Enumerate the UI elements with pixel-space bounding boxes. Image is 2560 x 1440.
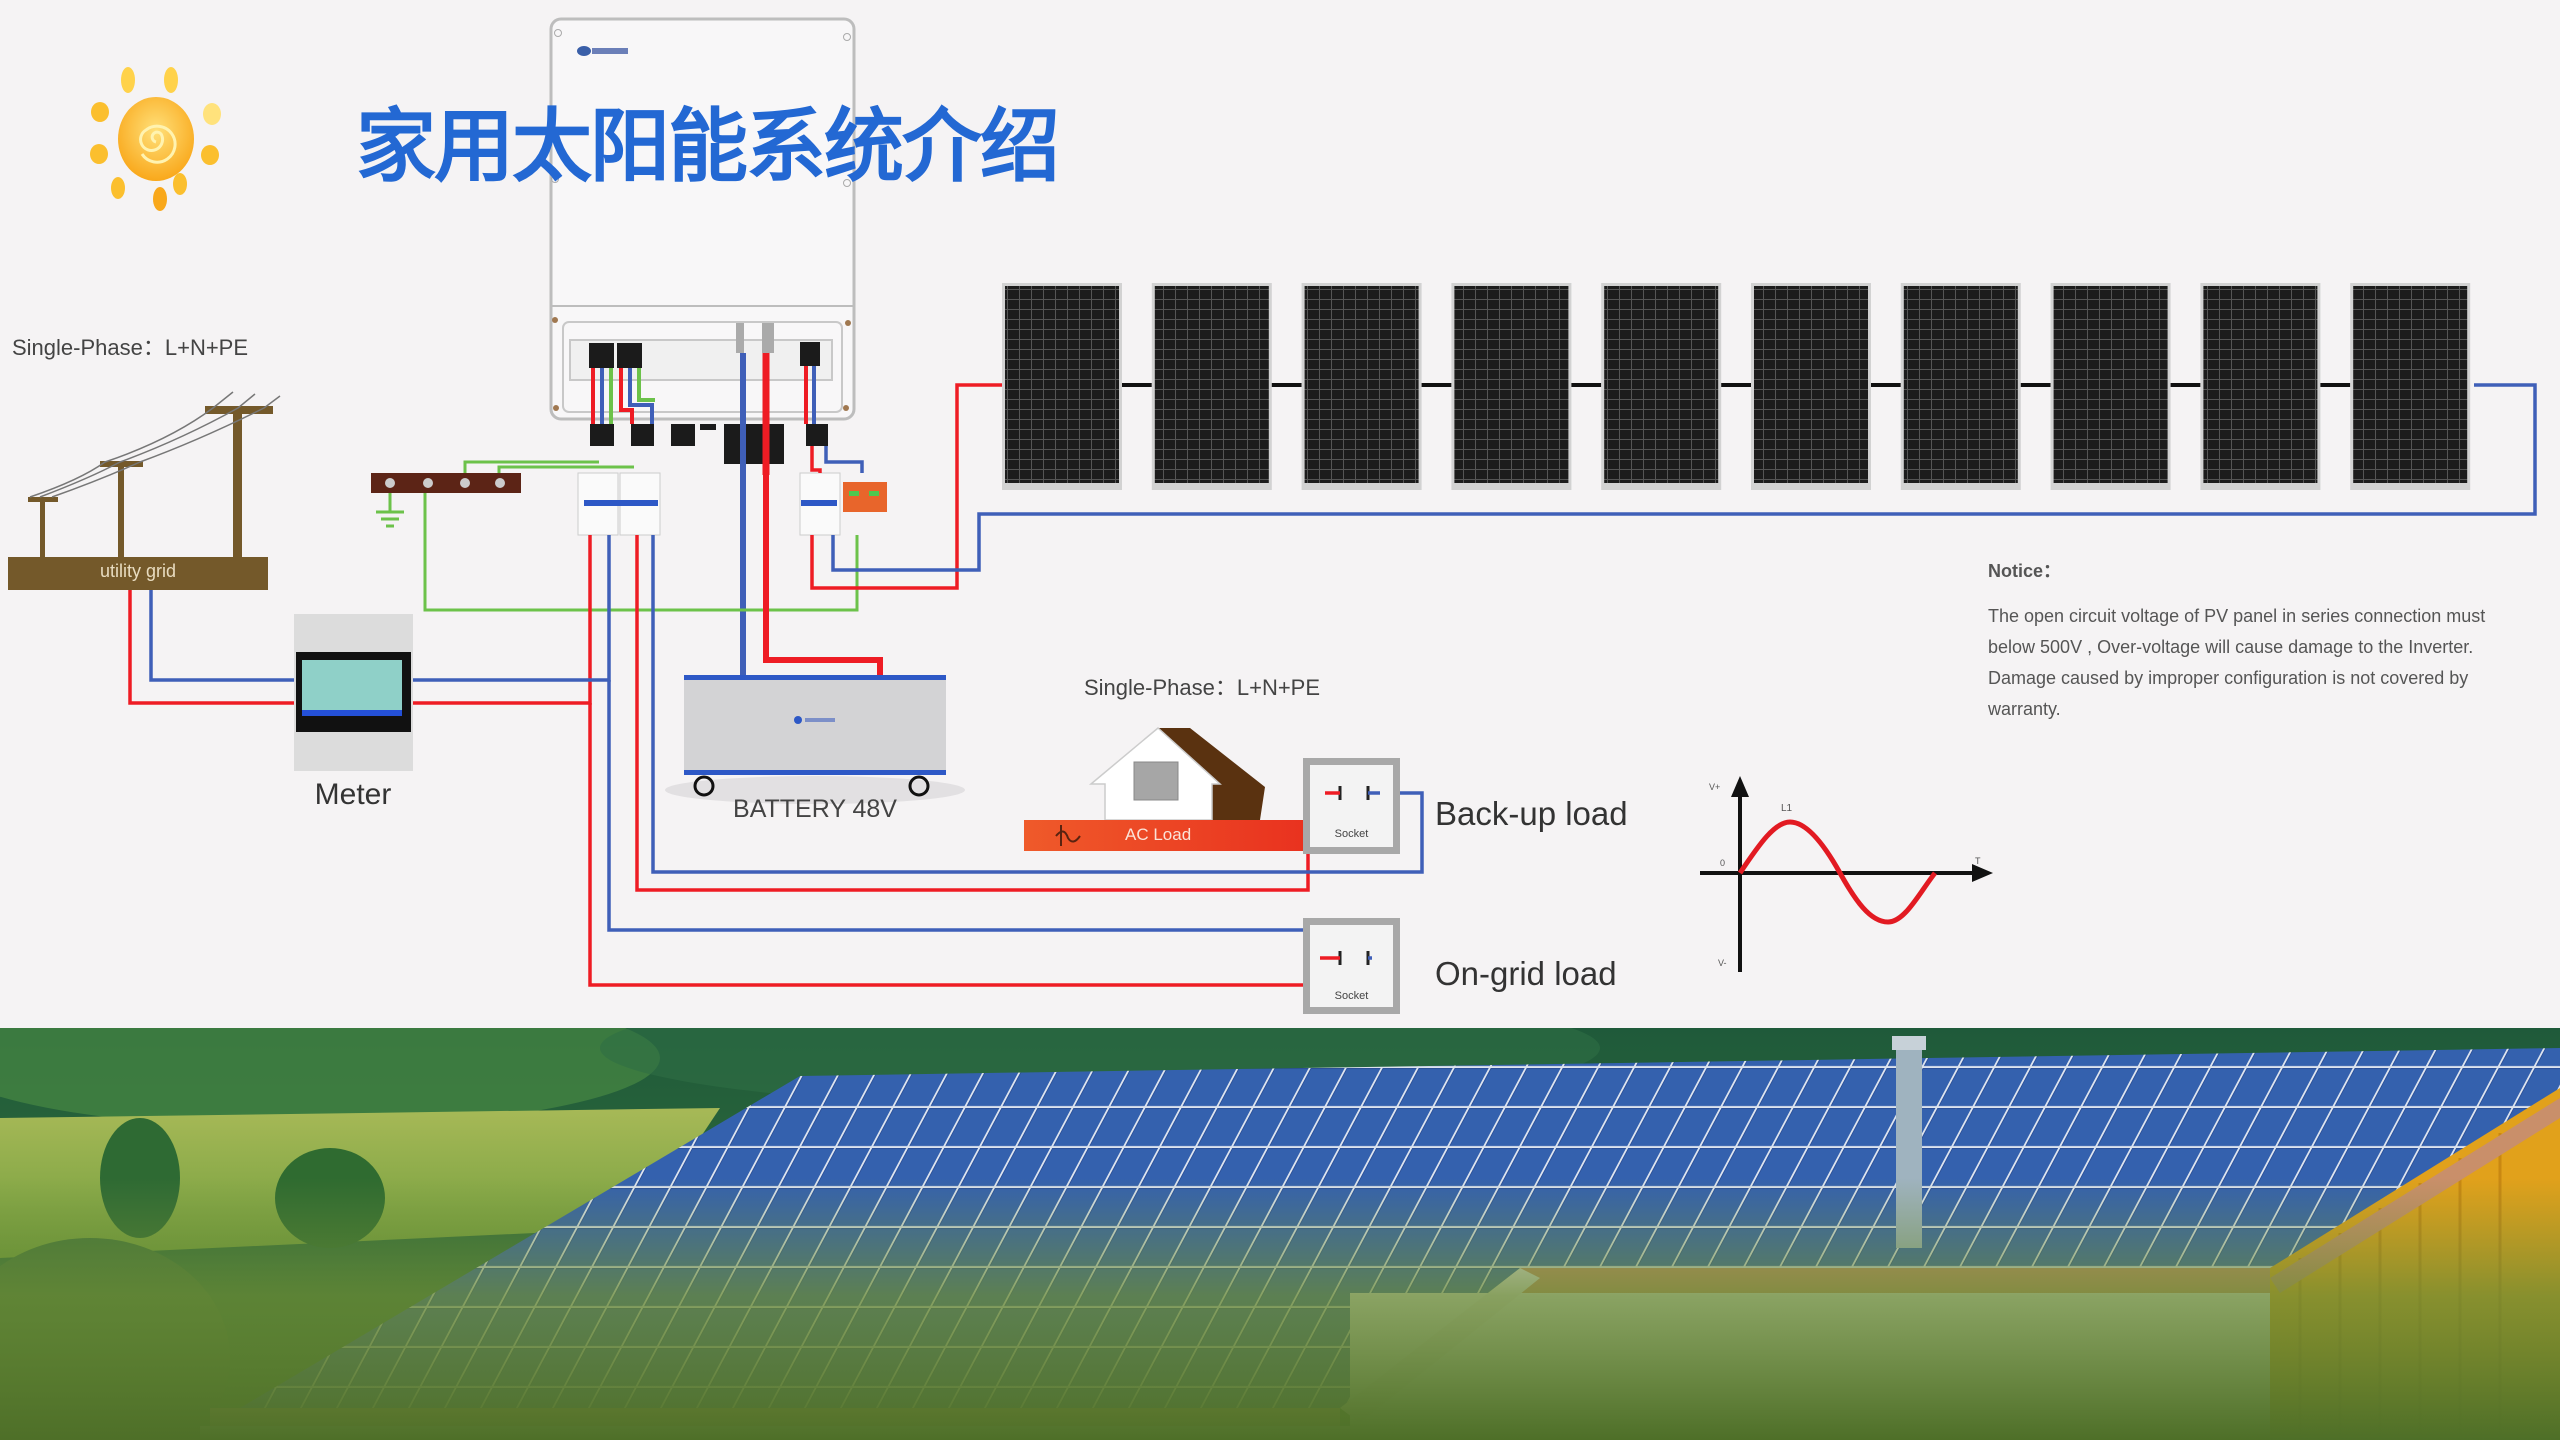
waveform-origin-label: 0 [1720, 858, 1726, 868]
wiring-diagram [8, 17, 2537, 1014]
backup-socket-label: Socket [1334, 828, 1369, 840]
circuit-breakers [577, 472, 887, 536]
ac-load-bar [1024, 820, 1305, 851]
meter-label: Meter [314, 778, 392, 811]
pv-panel-cells [1005, 286, 1119, 483]
ground-bar [371, 473, 521, 493]
utility-pole-icon [8, 406, 273, 590]
load-phase-label: Single-Phase：L+N+PE [1084, 675, 1321, 700]
waveform-chart [1700, 776, 1993, 972]
utility-grid-label: utility grid [99, 561, 177, 581]
notice-heading: Notice： [1988, 561, 2062, 581]
system-diagram: 家用太阳能系统介绍 Single-Phase：L+N+PE utility gr… [8, 17, 2537, 1014]
notice-body: The open circuit voltage of PV panel in … [1988, 606, 2486, 719]
waveform-series-label: L1 [1781, 803, 1793, 814]
brand-logo-icon [577, 46, 591, 56]
pv-panel-cells [2203, 286, 2318, 483]
pv-panel-cells [2053, 286, 2168, 483]
pv-panel-cells [1454, 286, 1569, 483]
energy-meter [294, 614, 413, 771]
pv-panel-cells [2353, 286, 2468, 483]
backup-load-label: Back-up load [1435, 795, 1628, 832]
pv-array [1002, 283, 2471, 490]
pv-panel-cells [1903, 286, 2018, 483]
pv-panel-cells [1154, 286, 1269, 483]
ac-load-label: AC Load [1125, 825, 1192, 844]
page-title: 家用太阳能系统介绍 [356, 100, 1060, 193]
battery-pack [665, 675, 965, 804]
socket-icon [1303, 918, 1400, 1014]
socket-icon [1303, 758, 1400, 854]
ongrid-socket-label: Socket [1334, 990, 1369, 1002]
waveform-vplus-label: V+ [1709, 782, 1721, 792]
pv-panel-cells [1604, 286, 1719, 483]
grid-phase-label: Single-Phase：L+N+PE [12, 335, 249, 360]
surge-protector [843, 482, 887, 512]
waveform-x-label: T [1975, 856, 1981, 866]
house-icon [1088, 727, 1265, 821]
pv-panel-cells [1304, 286, 1419, 483]
ground-icon [376, 493, 404, 528]
ongrid-load-label: On-grid load [1435, 955, 1617, 992]
pv-panel-cells [1754, 286, 1868, 483]
sine-wave-icon [1055, 825, 1081, 846]
battery-label: BATTERY 48V [733, 795, 897, 823]
waveform-vminus-label: V- [1718, 958, 1727, 968]
inverter [549, 17, 856, 464]
notice-box: Notice： The open circuit voltage of PV p… [1988, 556, 2528, 725]
sun-icon [90, 67, 221, 211]
rooftop-solar-photo [0, 1028, 2560, 1440]
